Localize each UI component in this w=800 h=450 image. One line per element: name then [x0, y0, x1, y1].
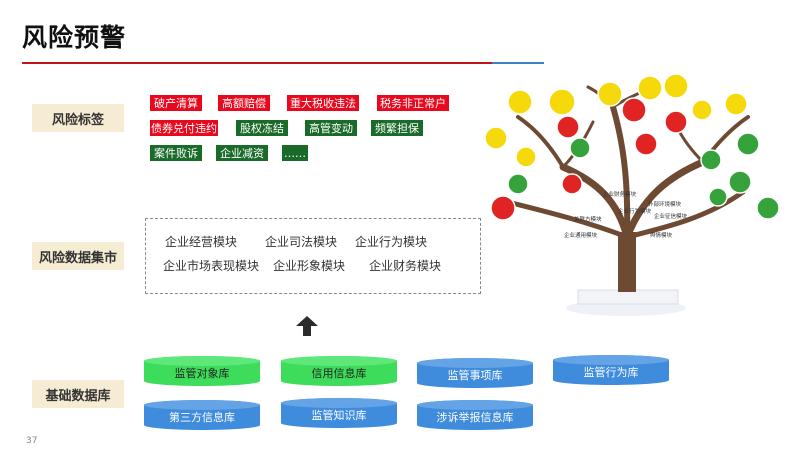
risk-tree-illustration: 企业财务模块 外部环境模块 企业行为模块 企业征信模块 关联方模块 企业通用模块…	[484, 73, 780, 316]
section-label-risk-tags: 风险标签	[32, 104, 124, 132]
page-number: 37	[26, 436, 38, 446]
tree-branch-label: 企业行为模块	[618, 207, 652, 215]
database-cylinder: 信用信息库	[281, 356, 397, 386]
risk-tag: 重大税收违法	[287, 95, 359, 111]
section-label-base-db: 基础数据库	[32, 380, 124, 408]
database-cylinder: 监管知识库	[281, 398, 397, 428]
database-cylinder: 监管对象库	[144, 356, 260, 386]
mart-module: 企业司法模块	[265, 235, 338, 249]
up-arrow-icon	[296, 316, 318, 336]
mart-module: 企业市场表现模块	[163, 259, 260, 273]
page-title: 风险预警	[22, 23, 127, 52]
data-mart-box	[145, 218, 481, 294]
database-label: 信用信息库	[311, 367, 367, 380]
mart-module: 企业财务模块	[369, 259, 442, 273]
risk-tag: 税务非正常户	[377, 95, 449, 111]
database-label: 监管知识库	[311, 409, 367, 422]
database-label: 涉诉举报信息库	[436, 411, 514, 424]
risk-tag: 案件败诉	[150, 145, 202, 161]
section-label-data-mart: 风险数据集市	[32, 242, 124, 270]
database-cylinder: 涉诉举报信息库	[417, 400, 533, 430]
risk-tag: 债券兑付违约	[150, 120, 218, 136]
risk-tag: 高额赔偿	[218, 95, 270, 111]
mart-module: 企业行为模块	[355, 235, 428, 249]
database-cylinder: 第三方信息库	[144, 400, 260, 430]
database-label: 监管对象库	[174, 367, 230, 380]
risk-tag: ……	[282, 145, 308, 161]
mart-module: 企业形象模块	[273, 259, 346, 273]
title-divider-accent	[492, 62, 544, 64]
database-label: 第三方信息库	[169, 411, 235, 424]
database-label: 监管行为库	[583, 366, 639, 379]
database-cylinder: 监管行为库	[553, 355, 669, 385]
database-label: 监管事项库	[447, 369, 503, 382]
risk-tag: 股权冻结	[236, 120, 288, 136]
risk-tag: 频繁担保	[371, 120, 423, 136]
tree-branch-label: 舆情模块	[650, 231, 673, 239]
tree-branch-label: 企业征信模块	[654, 212, 688, 220]
risk-tag: 企业减资	[216, 145, 268, 161]
database-cylinder: 监管事项库	[417, 358, 533, 388]
tree-branch-label: 关联方模块	[574, 215, 602, 223]
mart-module: 企业经营模块	[165, 235, 238, 249]
tree-branch-label: 企业财务模块	[603, 190, 637, 198]
risk-tag: 破产清算	[150, 95, 202, 111]
tree-branch-label: 企业通用模块	[564, 231, 598, 239]
risk-tag: 高管变动	[305, 120, 357, 136]
tree-branch-label: 外部环境模块	[648, 200, 682, 208]
title-divider	[22, 62, 492, 64]
